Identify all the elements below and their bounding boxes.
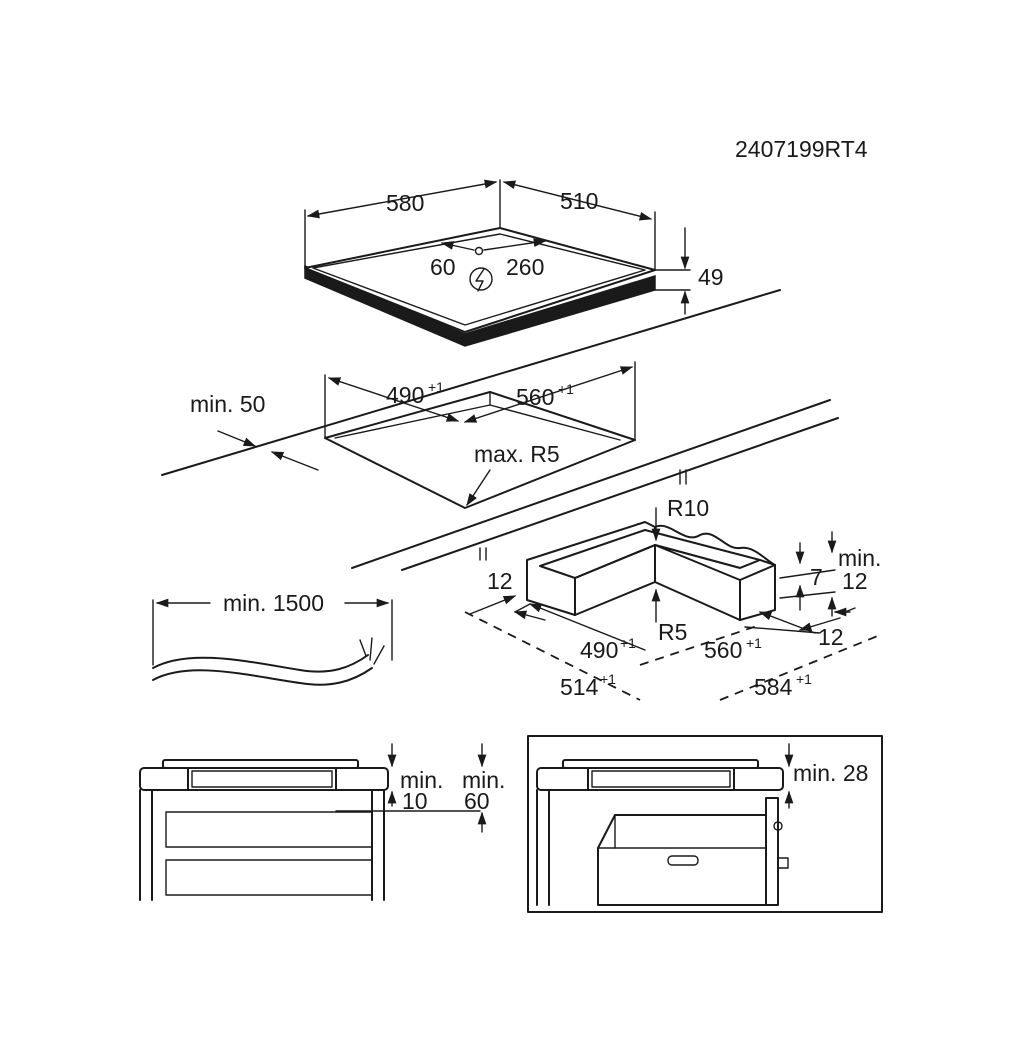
frame-outer-depth-tolerance: +1 [796, 671, 812, 687]
frame-outer-width-label: 514 [560, 674, 599, 700]
frame-drawing [464, 507, 881, 701]
frame-inner-width-label: 490 [580, 637, 618, 663]
drawer-min-label-2: min. [462, 767, 505, 793]
left-inset-label: 12 [487, 568, 513, 594]
cutout-width-tolerance: +1 [428, 379, 444, 395]
right-inset-label: 12 [818, 624, 844, 650]
cable-length-label: min. 1500 [223, 590, 324, 616]
document-code: 2407199RT4 [735, 136, 868, 162]
frame-min-value: 12 [842, 568, 868, 594]
oven-min-gap-label: min. 28 [793, 760, 868, 786]
hob-height-label: 49 [698, 264, 724, 290]
outer-radius-label: R10 [667, 495, 709, 521]
connection-x-label: 60 [430, 254, 456, 280]
corner-radius-label: max. R5 [474, 441, 560, 467]
hob-drawing [304, 179, 691, 347]
drawer-min-label-1: min. [400, 767, 443, 793]
worktop-cutout-drawing [161, 289, 839, 571]
cable-drawing [152, 598, 393, 686]
cutout-width-label: 490 [386, 382, 424, 408]
cutout-depth-tolerance: +1 [558, 381, 574, 397]
frame-inner-width-tolerance: +1 [620, 635, 636, 651]
drawer-min-value-2: 60 [464, 788, 490, 814]
connection-y-label: 260 [506, 254, 544, 280]
drawer-min-value-1: 10 [402, 788, 428, 814]
inner-radius-label: R5 [658, 619, 687, 645]
frame-inner-depth-label: 560 [704, 637, 742, 663]
cutout-depth-label: 560 [516, 384, 554, 410]
drawer-install-drawing [139, 743, 487, 901]
min-distance-wall-label: min. 50 [190, 391, 265, 417]
frame-outer-depth-label: 584 [754, 674, 793, 700]
frame-inner-depth-tolerance: +1 [746, 635, 762, 651]
step-height-label: 7 [810, 564, 823, 590]
frame-outer-width-tolerance: +1 [600, 671, 616, 687]
frame-min-label: min. [838, 545, 881, 571]
power-connection-icon [469, 267, 493, 292]
hob-width-label: 580 [386, 190, 424, 216]
hob-depth-label: 510 [560, 188, 598, 214]
oven-install-drawing [527, 735, 883, 913]
